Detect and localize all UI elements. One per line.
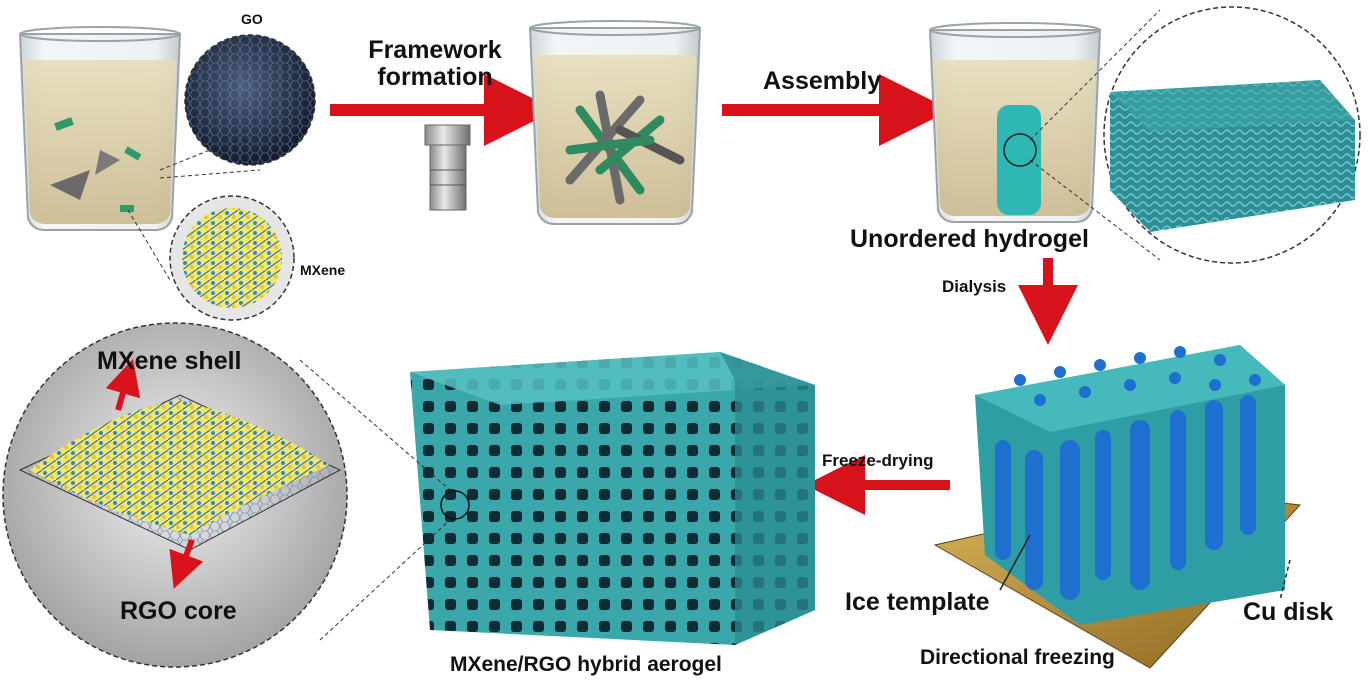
beaker-framework [528,20,702,225]
unordered-hydrogel-label: Unordered hydrogel [850,225,1089,253]
cu-disk-label: Cu disk [1243,598,1334,626]
mxene-label: MXene [300,262,346,278]
beaker-go-mxene [18,26,182,231]
aerogel-block [410,352,815,645]
framework-formation-label: Framework formation [368,36,502,91]
ice-template-label: Ice template [845,588,990,616]
mxene-zoom-circle [127,195,295,321]
core-shell-zoom-circle [2,322,451,668]
autoclave-icon [424,124,471,211]
go-zoom-circle [159,34,316,179]
assembly-label: Assembly [763,67,882,95]
beaker-hydrogel [928,22,1102,223]
go-label: GO [241,11,263,27]
freeze-drying-label: Freeze-drying [822,451,934,470]
dialysis-label: Dialysis [942,277,1007,296]
rgo-core-label: RGO core [120,597,237,625]
hybrid-aerogel-label: MXene/RGO hybrid aerogel [450,653,722,676]
ice-template-block [933,345,1302,669]
hydrogel-zoom-circle [1029,6,1361,264]
mxene-shell-label: MXene shell [97,347,242,375]
directional-freezing-label: Directional freezing [920,646,1115,669]
